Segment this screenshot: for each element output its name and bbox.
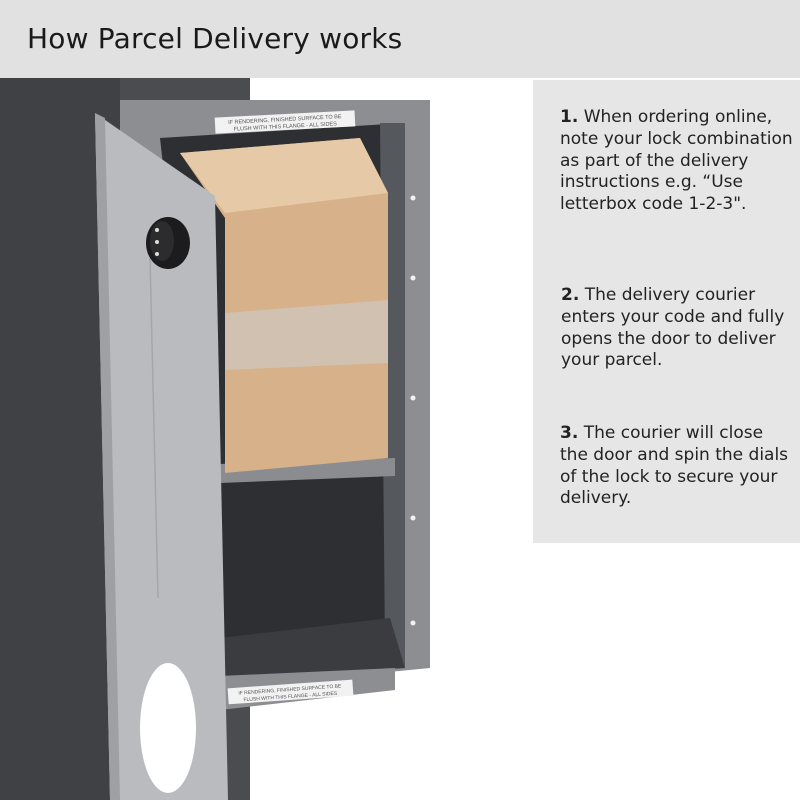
step-number: 3. <box>560 423 579 443</box>
step-text: The courier will close the door and spin… <box>560 423 789 509</box>
packing-tape <box>225 300 388 370</box>
step-text: The delivery courier enters your code an… <box>561 285 785 371</box>
step-2: 2. The delivery courier enters your code… <box>561 285 796 372</box>
combination-lock-icon <box>146 217 190 269</box>
door-hole <box>140 663 196 793</box>
step-3: 3. The courier will close the door and s… <box>560 423 795 510</box>
parcel-box <box>180 138 388 473</box>
step-number: 1. <box>560 107 579 127</box>
open-door <box>95 113 228 800</box>
flange-label-top <box>214 110 356 134</box>
parcel-box-illustration: IF RENDERING, FINISHED SURFACE TO BE FLU… <box>0 78 535 800</box>
header-banner: How Parcel Delivery works <box>0 0 800 78</box>
instructions-panel: 1. When ordering online, note your lock … <box>533 80 800 543</box>
flange-label-bottom <box>227 679 354 705</box>
step-number: 2. <box>561 285 580 305</box>
step-text: When ordering online, note your lock com… <box>560 107 793 215</box>
step-1: 1. When ordering online, note your lock … <box>560 107 795 216</box>
flange-label-top-line-2: FLUSH WITH THIS FLANGE - ALL SIDES <box>234 121 338 132</box>
flange-label-top-line-1: IF RENDERING, FINISHED SURFACE TO BE <box>228 114 342 126</box>
page-title: How Parcel Delivery works <box>27 22 403 55</box>
parcel-box-image: IF RENDERING, FINISHED SURFACE TO BE FLU… <box>0 78 430 800</box>
